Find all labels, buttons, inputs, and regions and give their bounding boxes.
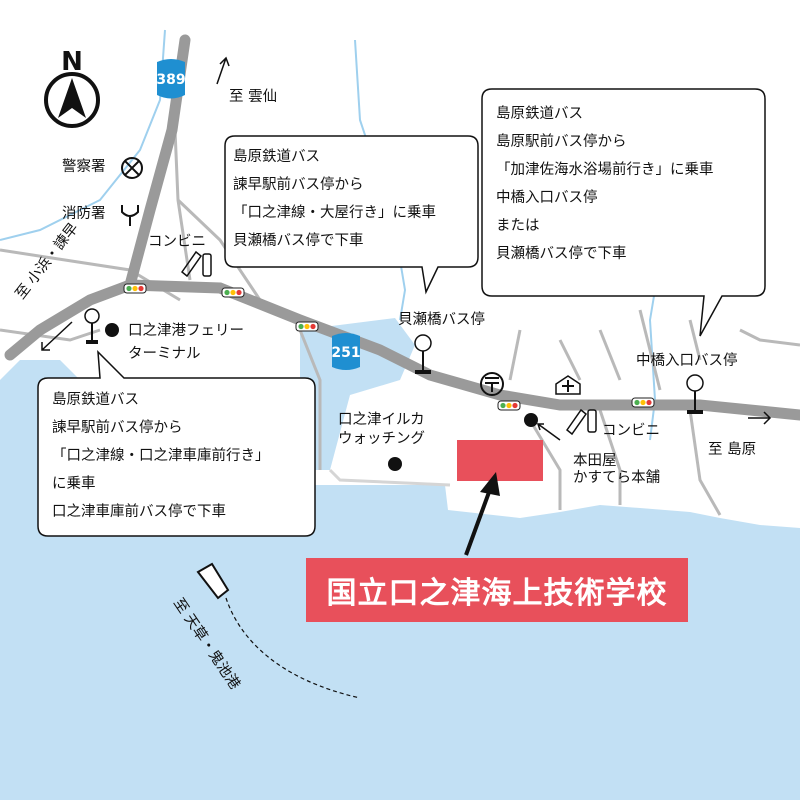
police-icon (121, 157, 143, 179)
bubble-top-right-shape (481, 88, 766, 337)
traffic-light (497, 400, 521, 411)
bubble-line: または (496, 218, 540, 234)
svg-text:251: 251 (331, 345, 360, 361)
label-honda-line2: かすてら本舗 (573, 470, 661, 486)
bubble-bottom-left: 島原鉄道バス 諫早駅前バス停から 「口之津線・口之津車庫前行き」 に乗車 口之津… (52, 386, 270, 526)
honda-castella-dot (524, 413, 538, 427)
bubble-top-center-shape (224, 135, 479, 295)
label-convenience-store-1: コンビニ (148, 234, 206, 250)
label-ferry-terminal-line2: ターミナル (128, 346, 201, 362)
school-building (457, 440, 543, 481)
bus-stop-icon (414, 334, 432, 374)
bubble-line: 貝瀬橋バス停で下車 (496, 246, 627, 262)
label-nakahashi-stop: 中橋入口バス停 (636, 353, 738, 369)
sea (0, 470, 800, 800)
convenience-store-icon (180, 250, 212, 278)
bubble-line: 「口之津線・大屋行き」に乗車 (233, 205, 436, 221)
label-kaisebashi-stop: 貝瀬橋バス停 (398, 312, 485, 328)
label-police: 警察署 (62, 159, 106, 175)
bubble-line: 中橋入口バス停 (496, 190, 598, 206)
bubble-line: 島原鉄道バス (496, 106, 583, 122)
bubble-bottom-left-shape (37, 350, 316, 537)
school-name-label: 国立口之津海上技術学校 (306, 558, 688, 622)
label-dolphin-line1: 口之津イルカ (338, 412, 425, 428)
label-to-shimabara: 至 島原 (708, 442, 757, 458)
label-fire-station: 消防署 (62, 206, 106, 222)
bubble-line: 島原駅前バス停から (496, 134, 627, 150)
bubble-line: 島原鉄道バス (52, 392, 139, 408)
dolphin-watching-dot (388, 457, 402, 471)
traffic-light (221, 287, 245, 298)
route-389-badge: 389 (156, 59, 186, 99)
fire-station-icon (121, 205, 139, 226)
bubble-line: に乗車 (52, 476, 96, 492)
ferry-terminal-dot (105, 323, 119, 337)
post-office-icon (480, 372, 504, 396)
direction-arrows (41, 56, 772, 441)
bubble-line: 口之津車庫前バス停で下車 (52, 504, 226, 520)
bubble-line: 貝瀬橋バス停で下車 (233, 233, 364, 249)
school-pointer-arrow (464, 472, 500, 556)
traffic-light (123, 283, 147, 294)
traffic-lights (123, 283, 655, 411)
bubble-line: 島原鉄道バス (233, 149, 320, 165)
ferry-route (225, 597, 361, 699)
label-to-unzen: 至 雲仙 (229, 89, 278, 105)
label-convenience-store-2: コンビニ (602, 423, 660, 439)
ferry-boat-icon (196, 562, 230, 600)
compass: N (44, 47, 100, 128)
label-ferry-terminal-line1: 口之津港フェリー (128, 323, 244, 339)
label-dolphin-line2: ウォッチング (338, 431, 425, 447)
hospital-icon (555, 375, 581, 395)
route-251-badge: 251 (331, 333, 361, 370)
bubble-top-right: 島原鉄道バス 島原駅前バス停から 「加津佐海水浴場前行き」に乗車 中橋入口バス停… (496, 100, 714, 268)
bubble-line: 「口之津線・口之津車庫前行き」 (52, 448, 270, 464)
compass-north-label: N (61, 47, 83, 77)
traffic-light (631, 397, 655, 408)
bubble-line: 諫早駅前バス停から (233, 177, 364, 193)
bubble-line: 諫早駅前バス停から (52, 420, 183, 436)
traffic-light (295, 321, 319, 332)
bus-stop-icon (84, 308, 100, 344)
bubble-line: 「加津佐海水浴場前行き」に乗車 (496, 162, 714, 178)
svg-text:389: 389 (156, 72, 185, 88)
bubble-top-center: 島原鉄道バス 諫早駅前バス停から 「口之津線・大屋行き」に乗車 貝瀬橋バス停で下… (233, 143, 436, 255)
harbor-pier (328, 468, 451, 487)
convenience-store-icon (565, 408, 597, 436)
label-honda-line1: 本田屋 (573, 453, 617, 469)
bus-stop-icon (686, 374, 704, 414)
